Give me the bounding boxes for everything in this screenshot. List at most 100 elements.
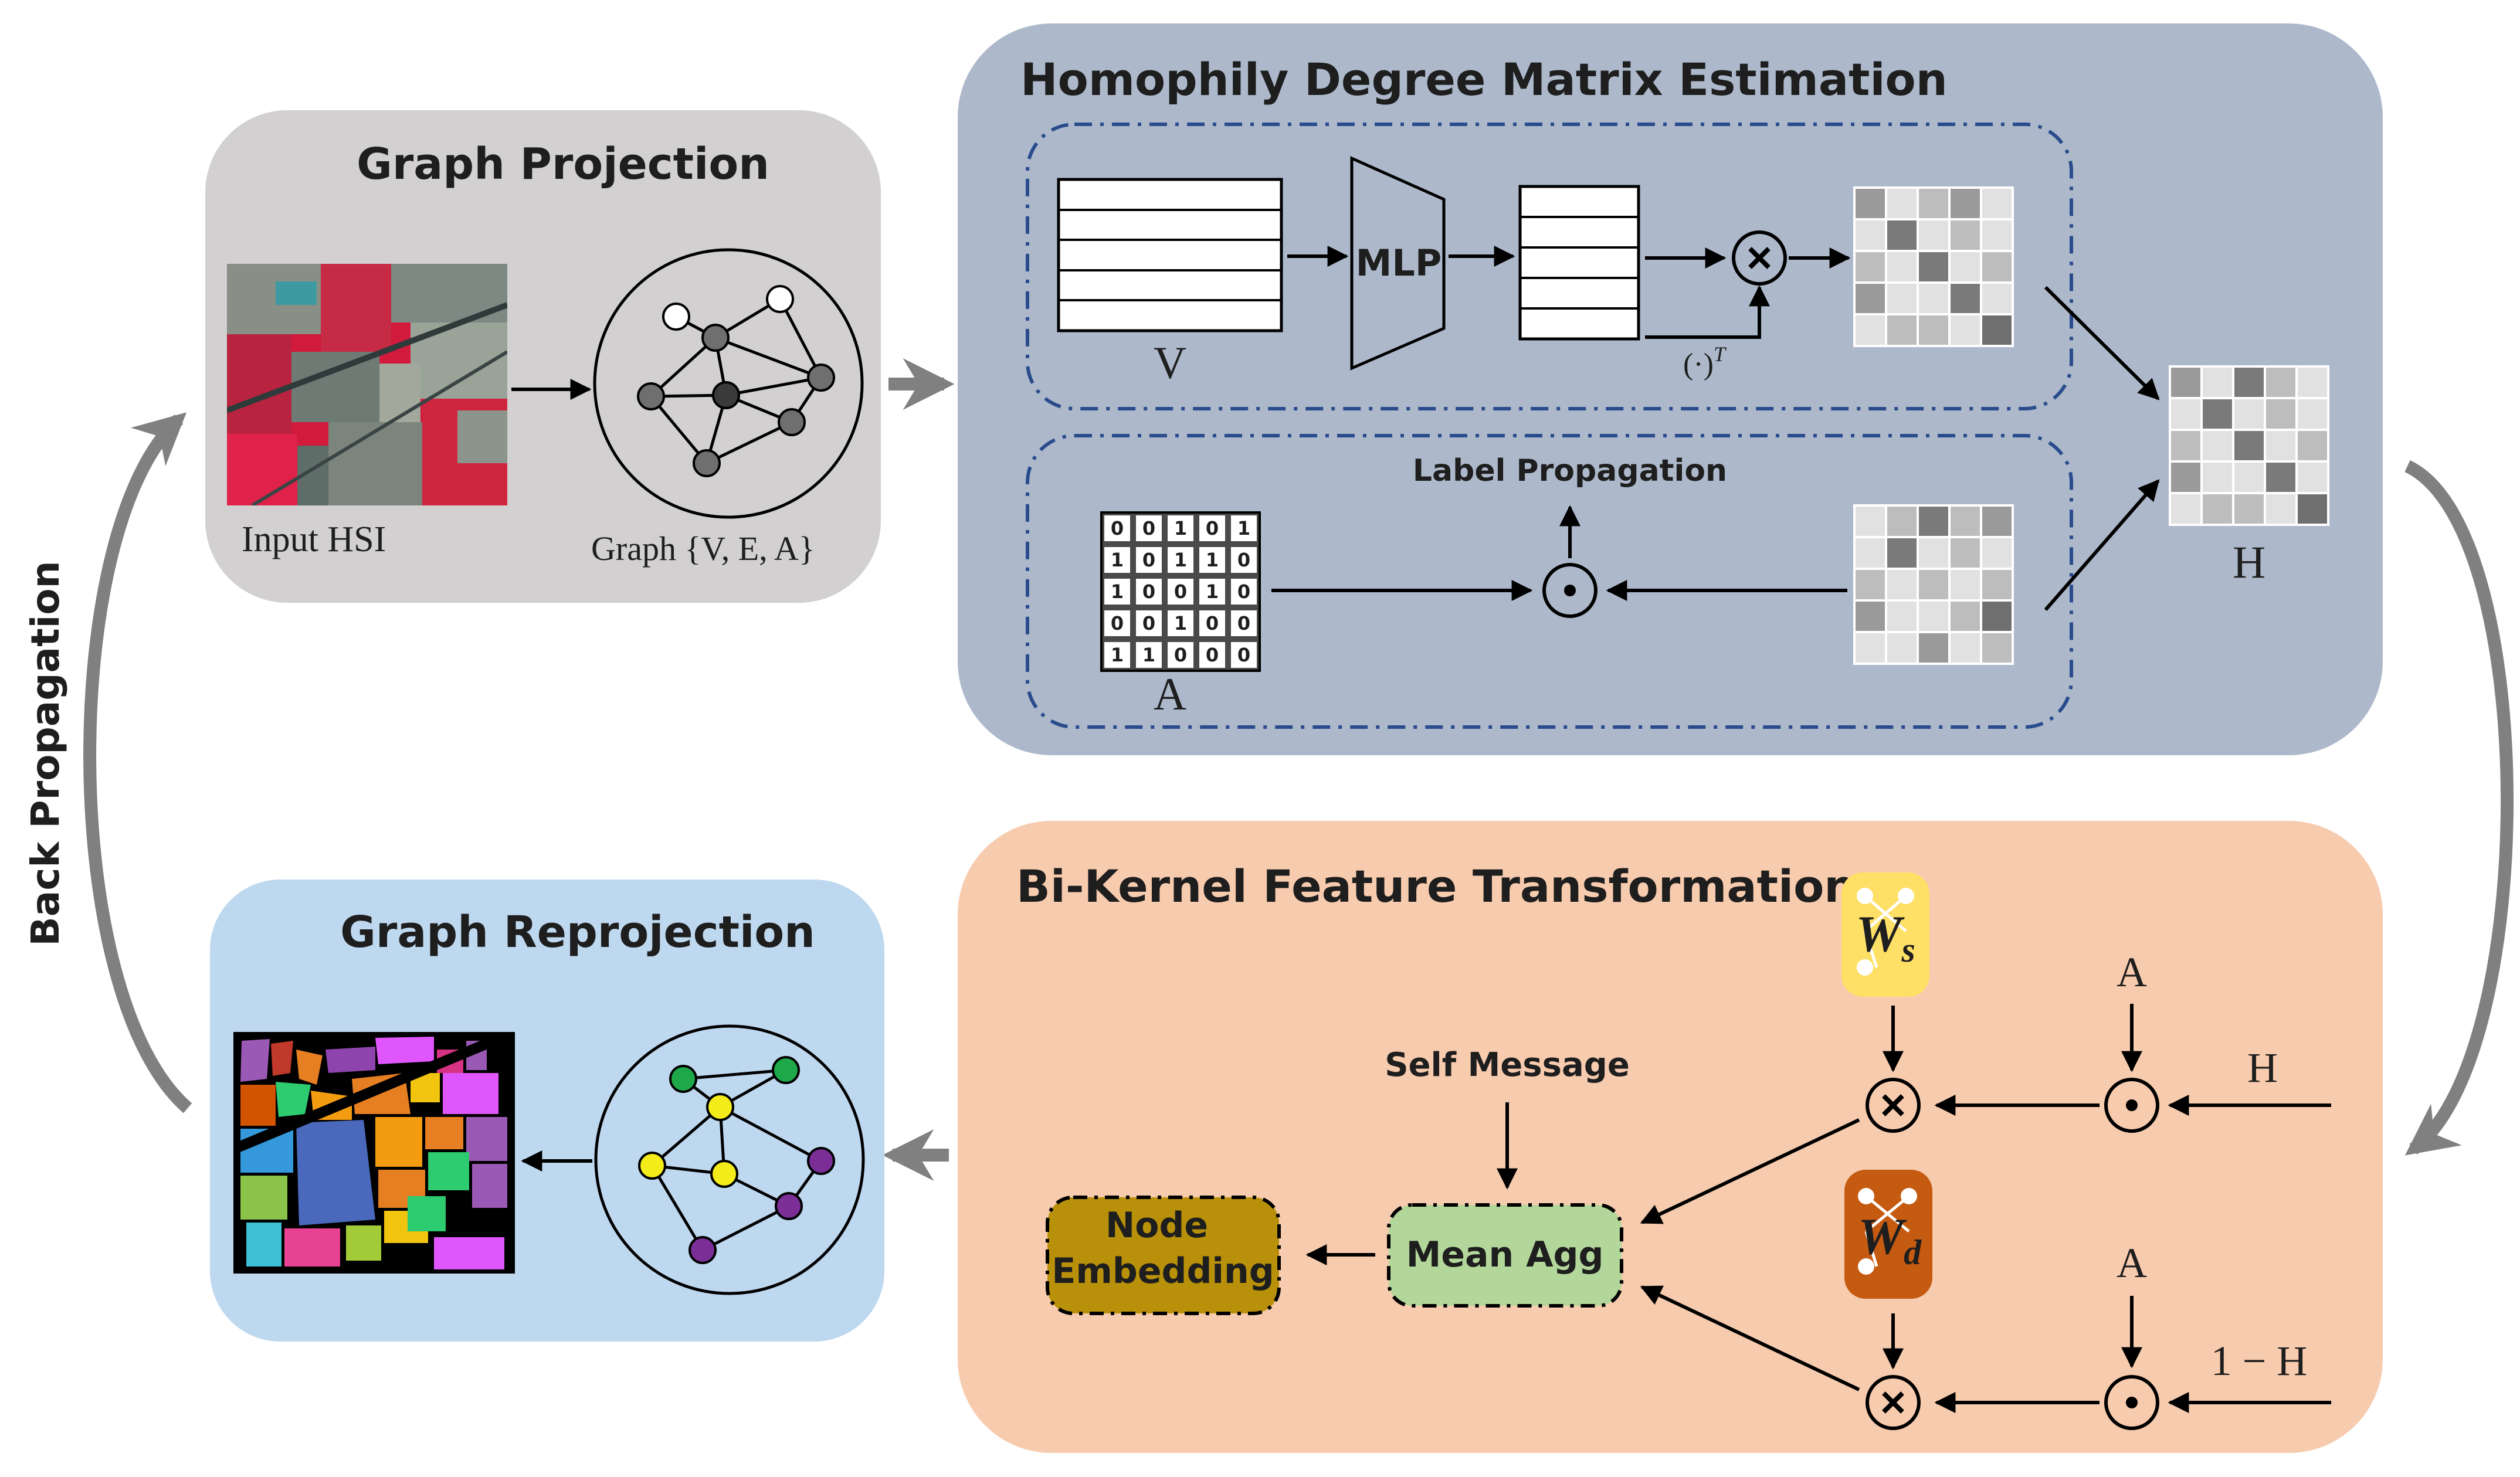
mean-agg-label: Mean Agg xyxy=(1406,1234,1604,1275)
label-branch-box xyxy=(1026,434,2073,729)
adjacency-cell-value: 1 xyxy=(1111,644,1124,666)
node-embedding-block: Node Embedding xyxy=(1046,1196,1281,1315)
adjacency-cell-value: 0 xyxy=(1142,612,1155,634)
graph-node xyxy=(772,1056,800,1084)
mul-bottom-to-mean-agg-arrow xyxy=(1640,1285,1860,1391)
adjacency-cell-value: 0 xyxy=(1111,612,1124,634)
adjacency-cell xyxy=(1168,642,1193,668)
hadamard-top-icon xyxy=(2104,1078,2159,1133)
mlp-label: MLP xyxy=(1356,242,1442,284)
mul-top-icon xyxy=(1866,1078,1921,1133)
adjacency-cell xyxy=(1231,579,1257,605)
adjacency-cell xyxy=(1104,547,1130,573)
adjacency-cell xyxy=(1136,642,1162,668)
graph-node xyxy=(669,1065,697,1093)
adjacency-cell xyxy=(1231,515,1257,541)
hadamard-bottom-icon xyxy=(2104,1375,2159,1430)
a-bottom-label: A xyxy=(2117,1240,2147,1286)
transpose-label: (·)T xyxy=(1683,342,1727,381)
adjacency-cell xyxy=(1168,547,1193,573)
h-label: H xyxy=(2233,537,2265,588)
adjacency-cell xyxy=(1136,610,1162,636)
adjacency-cell-value: 1 xyxy=(1206,549,1219,571)
bikernel-panel: Bi-Kernel Feature Transformation Ws xyxy=(958,821,2383,1453)
adjacency-cell xyxy=(1199,579,1225,605)
adjacency-cell-value: 1 xyxy=(1174,517,1187,539)
adjacency-cell-value: 0 xyxy=(1142,549,1155,571)
one-minus-h-label: 1 − H xyxy=(2211,1337,2308,1384)
embedding-matrix xyxy=(1518,185,1640,341)
graph-node xyxy=(807,364,835,392)
a-label: A xyxy=(1154,668,1186,719)
graph-node xyxy=(712,381,740,409)
adjacency-cell xyxy=(1104,515,1130,541)
wd-label: Wd xyxy=(1858,1208,1922,1272)
adjacency-cell xyxy=(1199,642,1225,668)
adjacency-cell-value: 0 xyxy=(1206,517,1219,539)
graph-node xyxy=(638,1152,666,1180)
label-similarity-to-h-arrow xyxy=(2044,479,2160,611)
hadamard-op-icon xyxy=(1542,563,1598,618)
adjacency-cell xyxy=(1168,579,1193,605)
adjacency-cell xyxy=(1199,547,1225,573)
adjacency-cell-value: 0 xyxy=(1142,517,1155,539)
adjacency-cell xyxy=(1136,547,1162,573)
v-label: V xyxy=(1154,337,1186,388)
graph-node xyxy=(688,1236,717,1264)
bikernel-title: Bi-Kernel Feature Transformation xyxy=(1016,860,1856,912)
node-embedding-label: Node Embedding xyxy=(1052,1205,1274,1292)
graph-node xyxy=(662,303,690,331)
reprojection-panel: Graph Reprojection xyxy=(210,880,884,1342)
adjacency-cell-value: 0 xyxy=(1237,549,1250,571)
graph-node xyxy=(706,1093,734,1121)
adjacency-cell xyxy=(1199,515,1225,541)
ws-label: Ws xyxy=(1856,906,1915,969)
homophily-panel: Homophily Degree Matrix Estimation V MLP xyxy=(958,23,2383,755)
homophily-matrix-h xyxy=(2169,365,2329,526)
adjacency-cell-value: 0 xyxy=(1206,612,1219,634)
adjacency-cell-value: 0 xyxy=(1237,612,1250,634)
output-graph xyxy=(594,1024,865,1295)
graph-node xyxy=(775,1192,803,1220)
feature-branch-box xyxy=(1026,123,2073,410)
adjacency-cell xyxy=(1231,547,1257,573)
adjacency-cell-value: 1 xyxy=(1237,517,1250,539)
ws-kernel: Ws xyxy=(1841,872,1929,997)
adjacency-cell xyxy=(1104,579,1130,605)
input-hsi-image xyxy=(227,264,507,505)
adjacency-cell xyxy=(1168,610,1193,636)
reprojection-title: Graph Reprojection xyxy=(340,907,815,957)
adjacency-cell-value: 0 xyxy=(1206,644,1219,666)
adjacency-cell-value: 1 xyxy=(1111,549,1124,571)
adjacency-cell-value: 1 xyxy=(1206,580,1219,603)
adjacency-cell-value: 1 xyxy=(1142,644,1155,666)
adjacency-cell xyxy=(1104,642,1130,668)
adjacency-cell xyxy=(1231,642,1257,668)
adjacency-cell-value: 0 xyxy=(1174,580,1187,603)
mean-agg-block: Mean Agg xyxy=(1387,1203,1623,1308)
adjacency-cell-value: 0 xyxy=(1174,644,1187,666)
adjacency-cell xyxy=(1231,610,1257,636)
graph-node xyxy=(766,285,794,313)
graph-node xyxy=(807,1147,835,1175)
label-similarity-matrix xyxy=(1853,504,2014,665)
mul-top-to-mean-agg-arrow xyxy=(1640,1118,1860,1224)
h-input-label: H xyxy=(2247,1044,2278,1091)
input-hsi-label: Input HSI xyxy=(242,520,386,559)
graph-projection-title: Graph Projection xyxy=(357,139,769,189)
adjacency-cell-value: 0 xyxy=(1111,517,1124,539)
adjacency-cell-value: 1 xyxy=(1174,549,1187,571)
wd-kernel: Wd xyxy=(1844,1170,1932,1299)
adjacency-cell xyxy=(1168,515,1193,541)
homophily-title: Homophily Degree Matrix Estimation xyxy=(1020,53,1948,106)
adjacency-cell-value: 1 xyxy=(1174,612,1187,634)
mul-bottom-icon xyxy=(1866,1375,1921,1430)
similarity-to-h-arrow xyxy=(2044,286,2160,400)
adjacency-cell xyxy=(1136,515,1162,541)
label-propagation-label: Label Propagation xyxy=(1413,453,1727,488)
adjacency-cell xyxy=(1199,610,1225,636)
back-propagation-label: Back Propagation xyxy=(23,561,68,946)
back-propagation-arrow xyxy=(83,412,192,1113)
input-graph xyxy=(593,248,864,519)
